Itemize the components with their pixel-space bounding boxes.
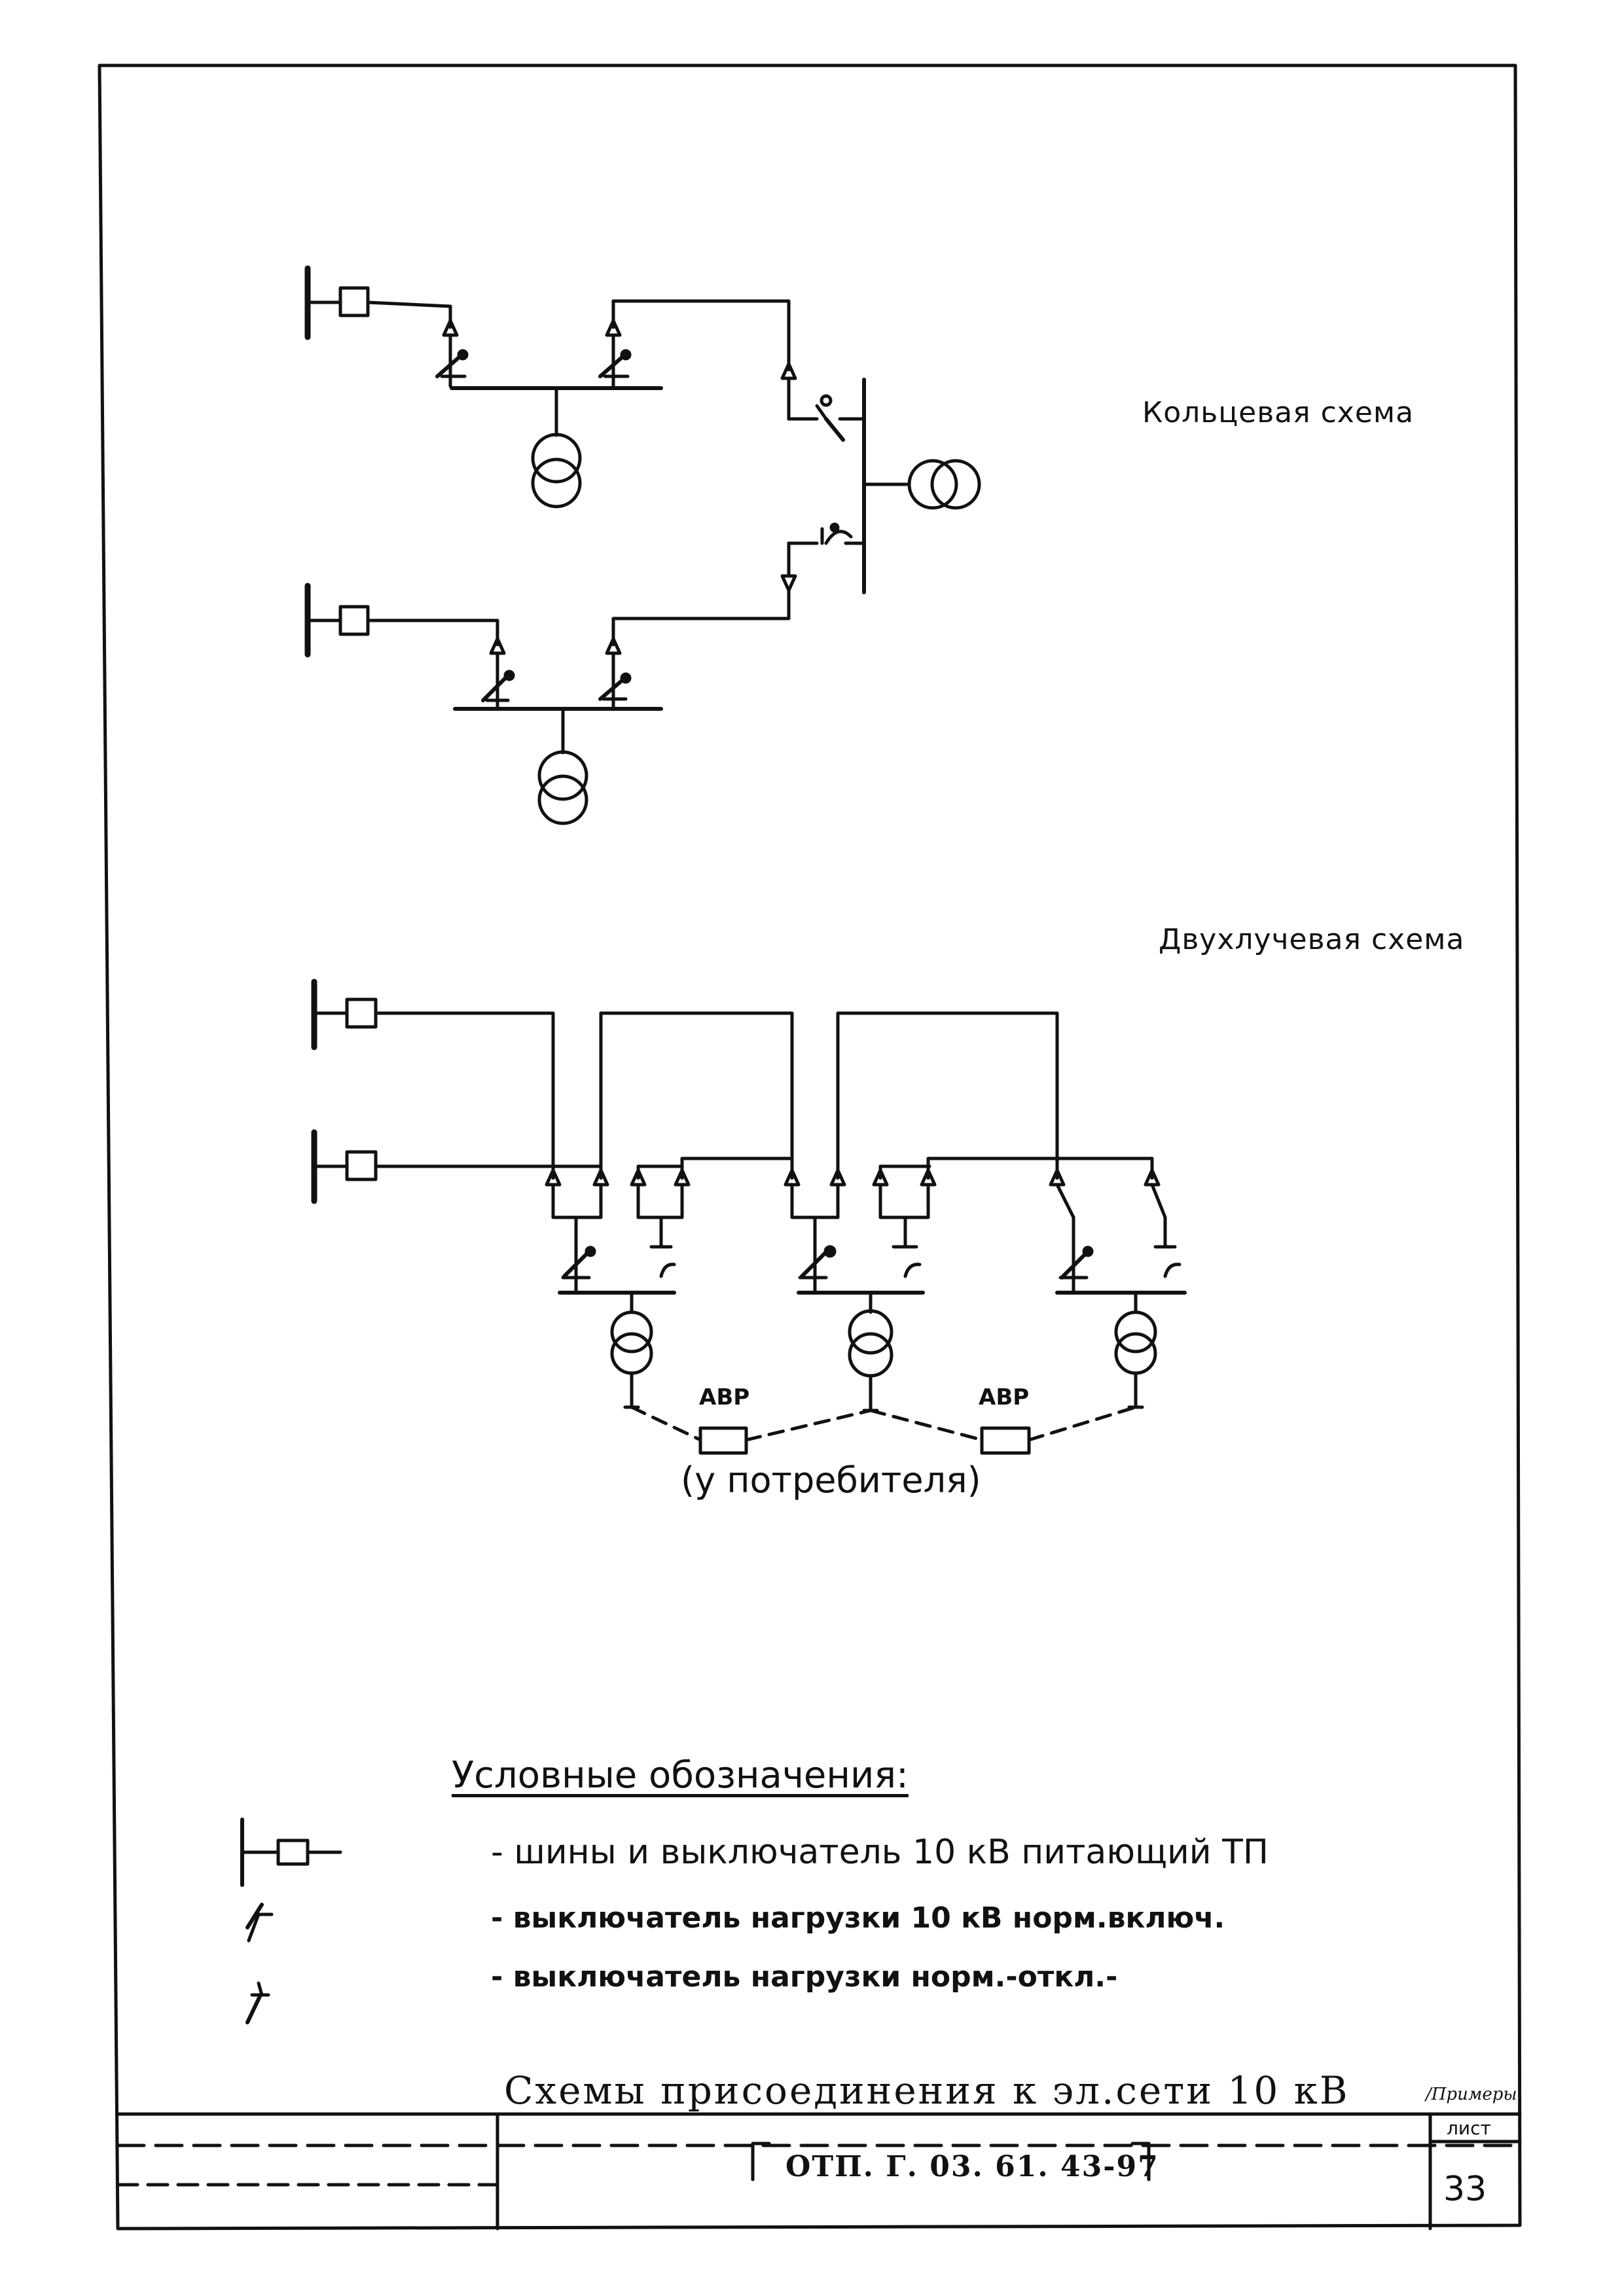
transformer-substation-3 <box>1049 1168 1187 1409</box>
avr-link-1 <box>630 1405 873 1442</box>
title-block-note: /Примеры <box>1426 2085 1517 2104</box>
title-block-frame <box>116 2112 1522 2231</box>
document-code: ОТП. Г. 03. 61. 43-97 <box>785 2150 1159 2183</box>
consumer-note: (у потребителя) <box>681 1460 981 1501</box>
transformer-substation-upper <box>435 299 663 509</box>
title-block-title: Схемы присоединения к эл.сети 10 кВ <box>504 2068 1350 2113</box>
transformer-substation-1 <box>545 1168 691 1409</box>
legend-symbols <box>240 1818 342 2024</box>
load-switch-open-icon <box>245 1981 270 2024</box>
load-switch-closed-icon <box>245 1903 274 1943</box>
transformer-substation-lower <box>453 637 663 825</box>
bus-breaker-icon <box>304 265 370 340</box>
legend-item-switch-closed: - выключатель нагрузки 10 кВ норм.включ. <box>491 1901 1225 1935</box>
sheet-number: 33 <box>1443 2170 1487 2209</box>
transformer-substation-2 <box>784 1168 937 1412</box>
bus-breaker-icon <box>240 1818 342 1887</box>
sheet-label: лист <box>1447 2117 1491 2139</box>
sheet-frame <box>98 63 1522 2231</box>
bus-breaker-icon <box>311 978 378 1050</box>
ring-scheme <box>304 265 981 825</box>
ring-scheme-label: Кольцевая схема <box>1142 396 1415 429</box>
legend-item-bus-breaker: - шины и выключатель 10 кВ питающий ТП <box>491 1833 1269 1872</box>
transformer-substation-right <box>787 378 981 594</box>
legend-title: Условные обозначения: <box>452 1754 909 1797</box>
two-beam-scheme <box>311 978 1187 1455</box>
avr-link-2 <box>869 1405 1138 1442</box>
avr-label-1: АВР <box>699 1384 750 1410</box>
bus-breaker-icon <box>304 583 370 658</box>
legend-item-switch-open: - выключатель нагрузки норм.-откл.- <box>491 1960 1118 1994</box>
two-beam-scheme-label: Двухлучевая схема <box>1159 923 1465 956</box>
avr-box-1 <box>698 1426 748 1455</box>
bus-breaker-icon <box>311 1129 378 1204</box>
avr-box-2 <box>980 1426 1031 1455</box>
avr-label-2: АВР <box>979 1384 1030 1410</box>
